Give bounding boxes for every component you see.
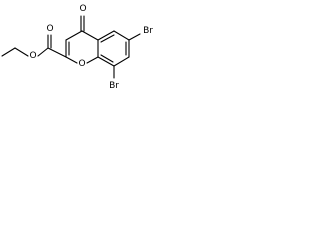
bond-ch3-ch2 (1, 47, 16, 57)
bond-c3-c4 (65, 30, 83, 41)
bond-carbonyl-c-c2 (47, 47, 67, 58)
bond-c6-br (128, 33, 141, 41)
ester-ether-oxygen-label: O (29, 51, 36, 61)
benzene-ring (97, 30, 130, 67)
bond-c4-c4a (81, 30, 99, 41)
bond-c8-c8a (97, 56, 115, 67)
ethyl-group (1, 47, 29, 57)
bond-o1-c8a (86, 56, 99, 64)
ketone-oxygen-label: O (79, 4, 86, 14)
ester-group (37, 34, 67, 58)
bromine-8-label: Br (109, 81, 119, 91)
bond-o-carbonyl-c (37, 47, 49, 57)
bond-c4a-c5-inner (100, 34, 115, 43)
bond-c7-c8 (113, 56, 130, 67)
chemical-structure: O O O O Br Br (1, 4, 153, 91)
bromine-6-label: Br (143, 26, 153, 36)
bond-c4a-c5 (97, 30, 115, 41)
bond-c8-c8a-inner (100, 54, 114, 63)
bond-c2-o1 (65, 56, 78, 64)
bond-c5-c6 (113, 30, 130, 41)
ring-oxygen-label: O (78, 59, 85, 69)
bond-ch2-o (14, 47, 29, 57)
ester-carbonyl-oxygen-label: O (46, 24, 53, 34)
pyranone-ring (65, 15, 99, 64)
